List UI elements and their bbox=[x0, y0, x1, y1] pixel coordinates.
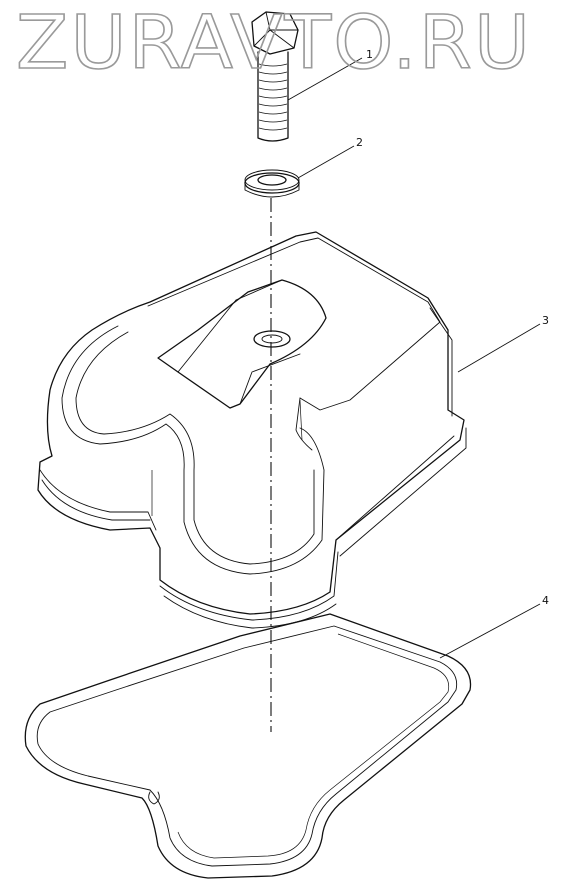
gasket-part bbox=[24, 613, 472, 879]
leader-line-1 bbox=[287, 57, 363, 101]
callout-number-1: 1 bbox=[366, 48, 373, 61]
callout-number-4: 4 bbox=[542, 594, 549, 607]
bolt-part bbox=[251, 11, 299, 142]
callout-number-3: 3 bbox=[542, 314, 549, 327]
valve-cover-part bbox=[37, 231, 467, 629]
washer-part bbox=[244, 169, 300, 198]
leader-line-2 bbox=[297, 145, 355, 179]
leader-line-3 bbox=[457, 323, 541, 373]
leader-line-4 bbox=[439, 603, 541, 659]
callout-number-2: 2 bbox=[356, 136, 363, 149]
site-watermark: ZURAVTO.RU bbox=[16, 0, 532, 86]
